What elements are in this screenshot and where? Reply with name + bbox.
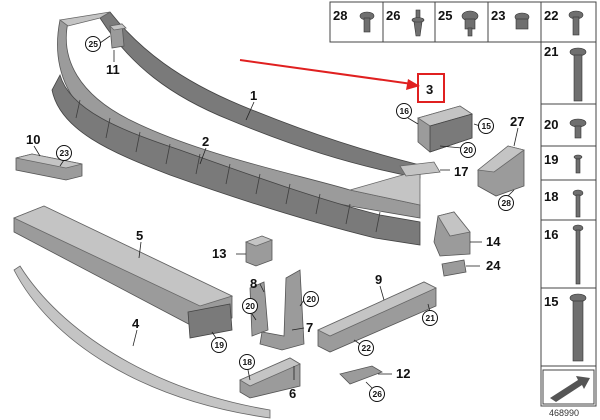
svg-text:18: 18 <box>243 357 253 367</box>
bolt-15-icon <box>569 293 587 362</box>
svg-text:26: 26 <box>373 389 383 399</box>
callouts: 1 2 4 5 6 7 8 9 10 11 12 13 14 17 24 27 <box>26 50 524 401</box>
callout-7: 7 <box>306 320 313 335</box>
clip-part-11 <box>109 23 127 49</box>
callout-6: 6 <box>289 386 296 401</box>
ref-circle-20-top: 20 <box>439 142 476 158</box>
bracket-part-3 <box>417 105 473 153</box>
ref-circle-21: 21 <box>422 303 438 326</box>
bolt-18-icon <box>572 189 584 218</box>
svg-text:22: 22 <box>362 343 372 353</box>
legend-label-18: 18 <box>544 189 558 204</box>
ref-circle-28: 28 <box>498 189 515 211</box>
catalog-number: 468990 <box>549 408 579 418</box>
legend-label-19: 19 <box>544 152 558 167</box>
ref-circle-20-left: 20 <box>242 298 258 321</box>
legend-label-28: 28 <box>333 8 347 23</box>
callout-17: 17 <box>454 164 468 179</box>
highlight-box <box>417 73 445 103</box>
clip-26-icon <box>411 9 425 37</box>
callout-14: 14 <box>486 234 501 249</box>
nut-25-icon <box>461 10 479 37</box>
ref-circle-23: 23 <box>56 145 72 167</box>
screw-20-icon <box>569 118 587 139</box>
bracket-part-14 <box>433 211 471 257</box>
rail-part-9 <box>317 281 437 353</box>
energy-absorber-part <box>51 73 421 246</box>
trim-strip-part-4 <box>13 265 271 419</box>
mounting-plate-part-10 <box>15 153 83 181</box>
front-direction-arrow-icon <box>542 369 595 405</box>
legend-label-20: 20 <box>544 117 558 132</box>
screw-22-icon <box>568 10 584 36</box>
rail-part-5 <box>12 205 234 339</box>
bolt-21-icon <box>569 47 587 102</box>
nut-23-icon <box>514 12 530 30</box>
fastener-legend: 28 26 25 23 22 21 20 19 <box>329 1 597 407</box>
bracket-part-27 <box>477 145 525 197</box>
highlight-arrow <box>239 59 420 90</box>
pin-19-icon <box>573 154 583 174</box>
circled-refs: 25 23 16 15 20 28 20 <box>56 35 515 402</box>
svg-text:23: 23 <box>60 148 70 158</box>
svg-text:19: 19 <box>215 340 225 350</box>
screw-28-icon <box>359 11 375 33</box>
callout-10: 10 <box>26 132 40 147</box>
legend-label-21: 21 <box>544 44 558 59</box>
plate-part-12 <box>339 365 383 385</box>
clip-part-24 <box>441 259 467 277</box>
legend-label-23: 23 <box>491 8 505 23</box>
callout-27: 27 <box>510 114 524 129</box>
legend-label-25: 25 <box>438 8 452 23</box>
svg-text:20: 20 <box>307 294 317 304</box>
legend-label-26: 26 <box>386 8 400 23</box>
ref-circle-18: 18 <box>239 354 255 381</box>
legend-label-16: 16 <box>544 227 558 242</box>
callout-4: 4 <box>132 316 140 331</box>
ref-circle-15: 15 <box>473 118 494 134</box>
callout-5: 5 <box>136 228 143 243</box>
ref-circle-26: 26 <box>365 381 385 402</box>
svg-text:20: 20 <box>246 301 256 311</box>
svg-text:21: 21 <box>426 313 436 323</box>
callout-11: 11 <box>106 62 120 77</box>
bracket-part-6 <box>239 357 301 399</box>
svg-text:16: 16 <box>400 106 410 116</box>
ref-circle-16: 16 <box>396 103 419 125</box>
callout-3: 3 <box>426 82 433 97</box>
callout-12: 12 <box>396 366 410 381</box>
ref-circle-20-right: 20 <box>299 291 319 307</box>
svg-text:20: 20 <box>464 145 474 155</box>
svg-text:25: 25 <box>89 39 99 49</box>
callout-24: 24 <box>486 258 501 273</box>
callout-8: 8 <box>250 276 257 291</box>
bolt-16-icon <box>572 224 584 285</box>
ref-circle-22: 22 <box>353 339 374 356</box>
callout-2: 2 <box>202 134 209 149</box>
callout-13: 13 <box>212 246 226 261</box>
strip-part-17 <box>399 161 441 177</box>
cover-part-13 <box>244 235 274 267</box>
svg-text:28: 28 <box>502 198 512 208</box>
callout-1: 1 <box>250 88 257 103</box>
ref-circle-19: 19 <box>211 331 227 353</box>
ref-circle-25: 25 <box>85 35 111 52</box>
legend-label-22: 22 <box>544 8 558 23</box>
svg-text:15: 15 <box>482 121 492 131</box>
legend-label-15: 15 <box>544 294 558 309</box>
callout-9: 9 <box>375 272 382 287</box>
bracket-part-8 <box>249 281 269 337</box>
